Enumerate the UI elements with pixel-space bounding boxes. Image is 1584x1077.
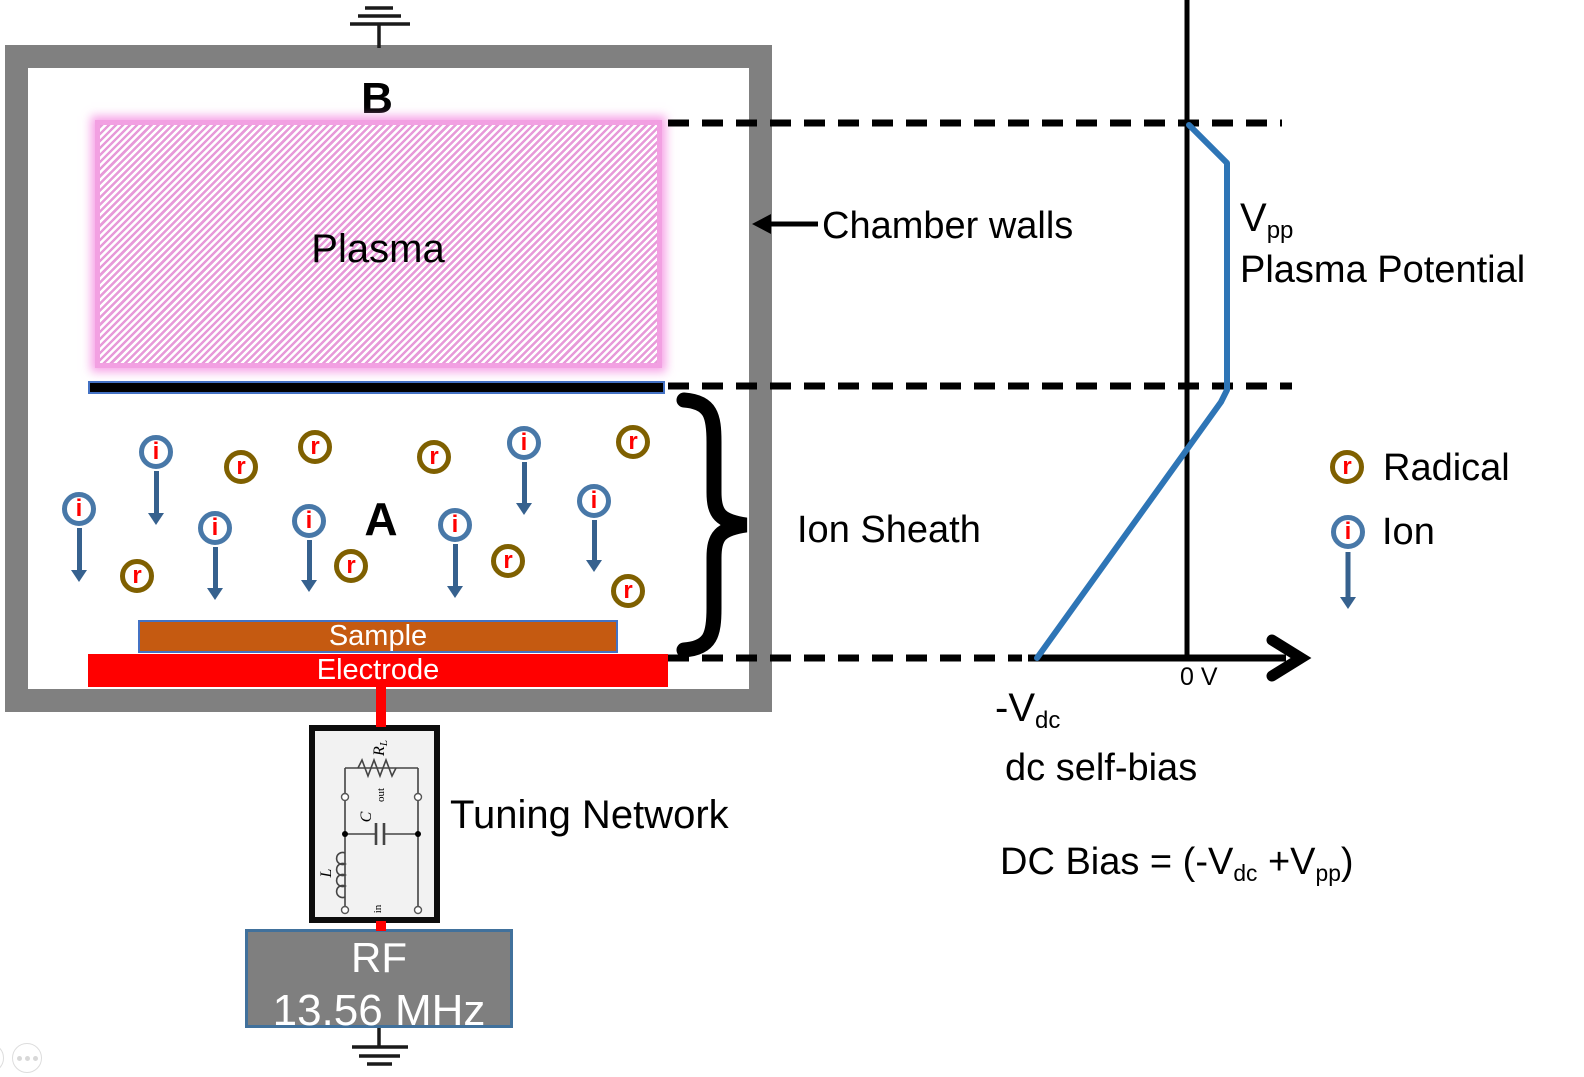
ion-arrow-tip	[148, 513, 164, 525]
ion-arrow-tip	[447, 586, 463, 598]
inductor-label: L	[318, 868, 335, 878]
ion-arrow	[452, 544, 458, 587]
electrode-bar: Electrode	[88, 654, 668, 687]
terminal	[340, 905, 350, 915]
in-label: in	[372, 904, 384, 913]
sheath-a-label: A	[364, 493, 398, 545]
watermark-more-options-button[interactable]	[12, 1043, 42, 1073]
ion-particle: i	[438, 508, 472, 542]
potential-curve	[1034, 122, 1230, 661]
resistor-label: RL	[371, 740, 390, 757]
radical-particle: r	[120, 559, 154, 593]
plasma-potential-label: Plasma Potential	[1240, 249, 1526, 291]
plasma-region	[95, 120, 662, 368]
ion-arrow-tip	[586, 560, 602, 572]
legend-ion-label: Ion	[1382, 511, 1435, 553]
ion-particle: i	[577, 484, 611, 518]
radical-particle: r	[224, 450, 258, 484]
matching-circuit: RL out C L in	[318, 740, 423, 915]
alignment-dashed-lines	[668, 119, 1292, 662]
ion-arrow	[153, 471, 159, 514]
vpp-label: Vpp	[1240, 196, 1294, 245]
rf-label: RF	[351, 934, 407, 981]
ion-arrow	[521, 462, 527, 504]
legend-radical-icon: r	[1330, 450, 1364, 484]
tuning-network-label: Tuning Network	[450, 793, 729, 837]
bottom-ground-icon	[352, 1028, 408, 1066]
rf-frequency: 13.56 MHz	[272, 986, 486, 1035]
inductor-coil	[335, 851, 348, 899]
legend-ion-arrow	[1340, 552, 1356, 609]
ion-particle: i	[507, 426, 541, 460]
ion-particle: i	[62, 492, 96, 526]
electrode-label: Electrode	[316, 654, 440, 686]
ion-arrow-tip	[301, 580, 317, 592]
out-label: out	[375, 788, 387, 802]
terminal	[413, 905, 423, 915]
ion-arrow	[212, 547, 218, 589]
tuning-network-box: RL out C L in	[309, 725, 440, 923]
sample-bar: Sample	[138, 620, 618, 653]
radical-particle: r	[491, 544, 525, 578]
ion-arrow-tip	[516, 503, 532, 515]
ion-arrow-tip	[71, 570, 87, 582]
ion-arrow	[306, 540, 312, 581]
terminal	[413, 792, 423, 802]
radical-particle: r	[417, 440, 451, 474]
legend-ion-icon: i	[1331, 515, 1365, 549]
ion-particle: i	[198, 511, 232, 545]
ion-arrow-tip	[207, 588, 223, 600]
resistor-zigzag	[357, 757, 397, 779]
ion-particle: i	[139, 435, 173, 469]
ion-arrow	[76, 528, 82, 571]
dc-bias-formula: DC Bias = (-Vdc +Vpp)	[1000, 841, 1354, 886]
sample-label: Sample	[328, 620, 428, 652]
vdc-label: -Vdc	[995, 686, 1061, 735]
ion-sheath-label: Ion Sheath	[797, 509, 981, 551]
radical-particle: r	[334, 549, 368, 583]
capacitor-label: C	[358, 811, 375, 822]
radical-particle: r	[298, 430, 332, 464]
chamber-walls-label: Chamber walls	[822, 205, 1074, 247]
terminal	[340, 792, 350, 802]
ion-particle: i	[292, 504, 326, 538]
electrode-b-label: B	[361, 74, 393, 123]
legend-radical-label: Radical	[1383, 447, 1510, 489]
axis-arrowhead	[1266, 634, 1312, 682]
radical-particle: r	[611, 574, 645, 608]
rf-feed-wire-lower	[376, 921, 386, 931]
plot-axes	[1028, 0, 1312, 682]
top-ground-icon	[350, 6, 410, 48]
radical-particle: r	[616, 425, 650, 459]
rf-generator-box: RF 13.56 MHz	[245, 929, 513, 1035]
zero-volt-label: 0 V	[1180, 663, 1218, 691]
dc-self-bias-label: dc self-bias	[1005, 747, 1198, 789]
ground-electrode-bar	[88, 381, 665, 394]
rf-feed-wire-upper	[376, 687, 386, 727]
chamber-walls-arrow	[752, 214, 818, 234]
plasma-label: Plasma	[311, 227, 445, 271]
ion-arrow	[591, 520, 597, 561]
ion-sheath-brace	[676, 392, 748, 658]
